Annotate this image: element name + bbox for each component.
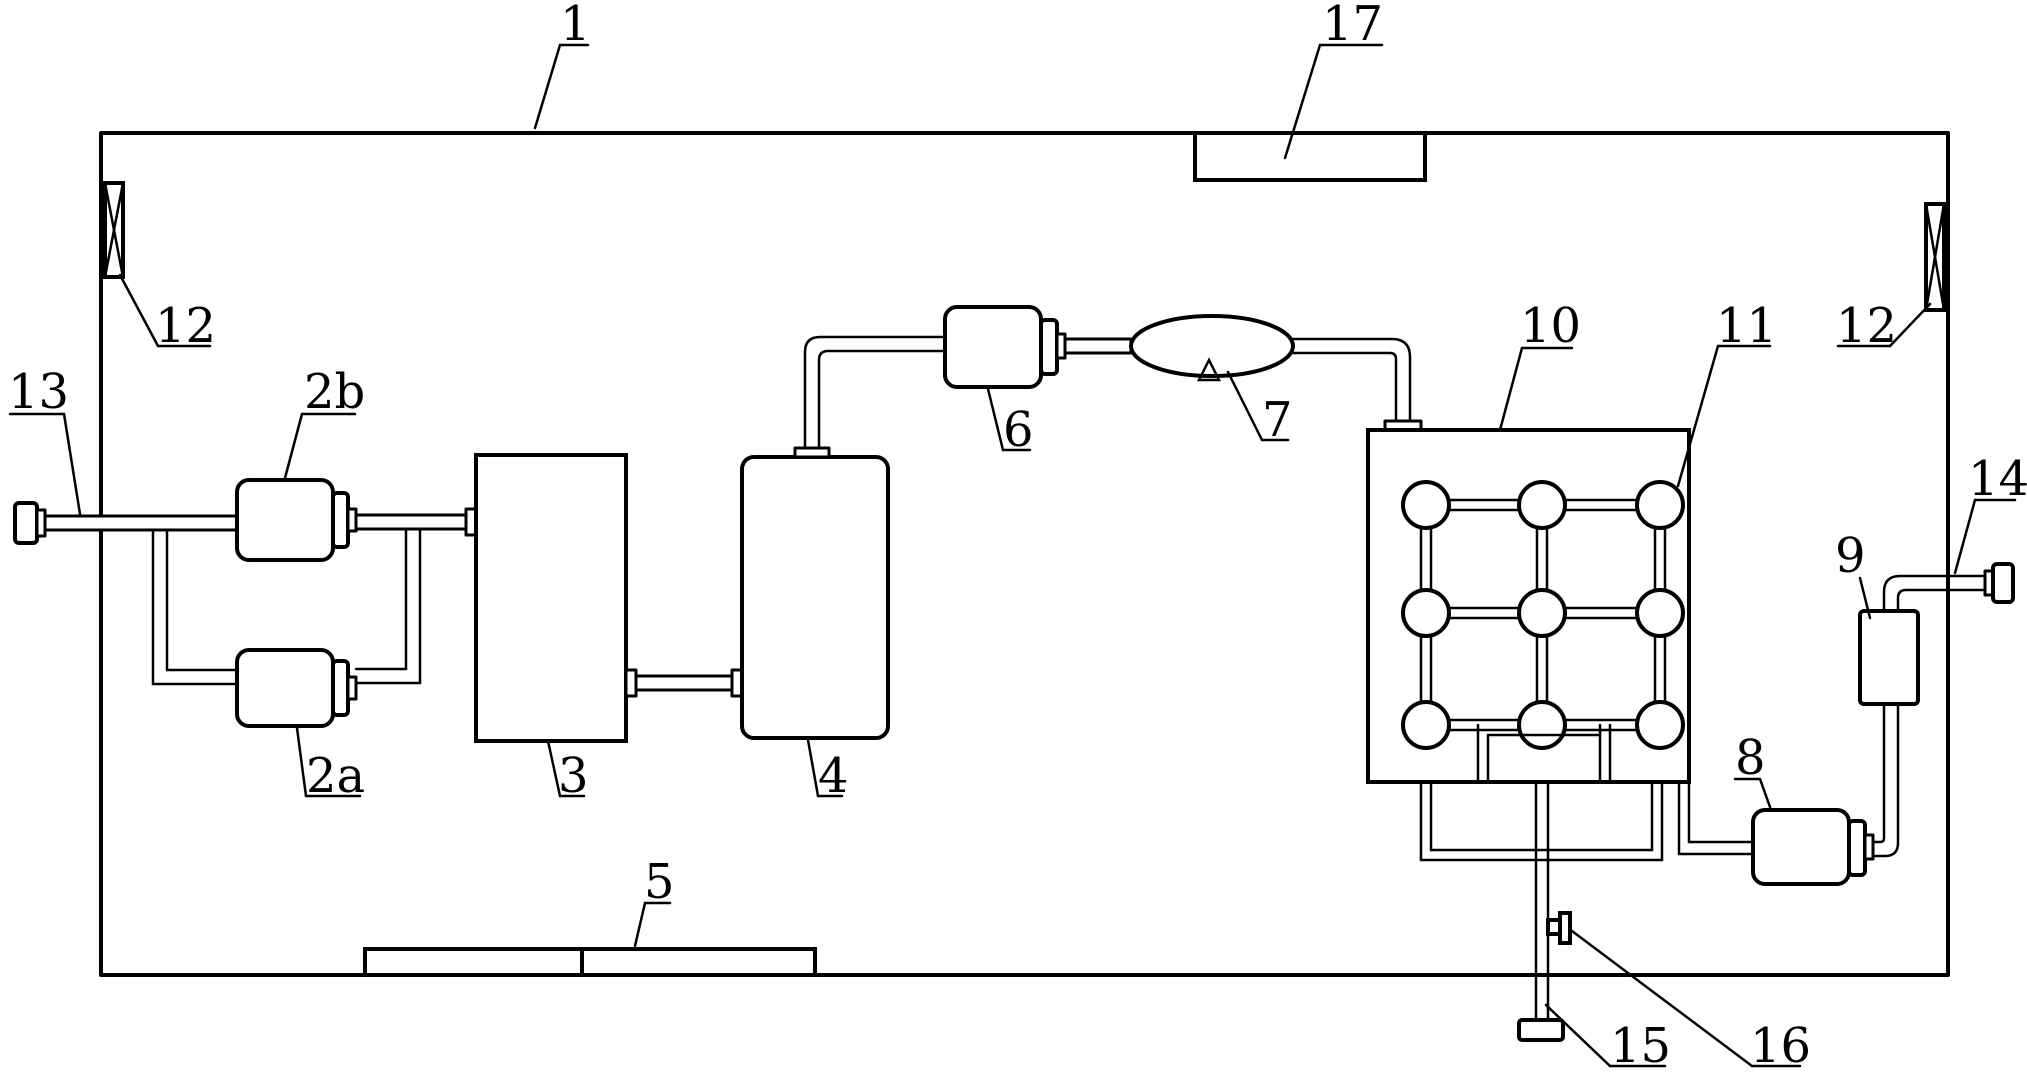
pipe-3-to-4	[634, 674, 734, 692]
label-11: 11	[1716, 298, 1777, 354]
outlet-connector-14	[1991, 562, 2015, 604]
pipe-inlet	[43, 514, 239, 532]
merge-pipe	[354, 527, 422, 685]
label-15: 15	[1610, 1018, 1671, 1074]
label-1: 1	[560, 0, 591, 52]
pump-8	[1751, 808, 1875, 886]
chamber-manifold	[1476, 723, 1612, 784]
pipe-7-to-10	[1291, 337, 1412, 423]
drain-pipe	[1534, 780, 1550, 1022]
label-2b: 2b	[304, 364, 365, 420]
pipe-2b-to-3	[354, 513, 468, 531]
valve-16	[1546, 911, 1572, 945]
label-8: 8	[1735, 730, 1766, 786]
pipe-8-to-9	[1871, 702, 1886, 844]
label-9: 9	[1835, 528, 1866, 584]
pump-2a	[235, 648, 358, 728]
element-7	[1129, 314, 1295, 382]
enclosure	[99, 131, 1950, 977]
tank-4	[740, 455, 890, 740]
label-7: 7	[1262, 392, 1293, 448]
label-17: 17	[1322, 0, 1383, 52]
labels: 1 17 12 12 13 2b 2a 3 4 5 6 7 10 11 14 9…	[8, 0, 2027, 1074]
outlet-15	[1517, 1018, 1565, 1042]
vent-left-12	[103, 181, 125, 279]
label-10: 10	[1520, 298, 1581, 354]
nodes-11	[1401, 480, 1685, 750]
label-16: 16	[1750, 1018, 1811, 1074]
pump-2b	[235, 478, 358, 562]
label-12-left: 12	[155, 298, 216, 354]
pipe-10-to-8	[1677, 780, 1755, 856]
inlet-connector-13	[13, 501, 39, 545]
leader-lines	[8, 43, 2017, 1068]
vent-right-12	[1924, 202, 1946, 312]
branch-pipe-lower	[151, 528, 239, 686]
label-13: 13	[8, 364, 69, 420]
label-6: 6	[1003, 402, 1034, 458]
unit-3	[474, 453, 628, 743]
label-12-right: 12	[1836, 298, 1897, 354]
device-9	[1858, 609, 1920, 706]
drain-loop	[1419, 780, 1664, 862]
label-5: 5	[644, 854, 675, 910]
label-2a: 2a	[306, 748, 365, 804]
pipe-6-to-7	[1063, 337, 1133, 355]
label-4: 4	[818, 748, 849, 804]
pipe-9-to-14	[1882, 574, 1987, 613]
bottom-panel-5	[363, 947, 817, 977]
label-3: 3	[558, 748, 589, 804]
top-panel-17	[1193, 131, 1427, 182]
pipe-4-to-6	[803, 335, 947, 450]
device-6	[943, 305, 1067, 389]
label-14: 14	[1968, 451, 2027, 507]
